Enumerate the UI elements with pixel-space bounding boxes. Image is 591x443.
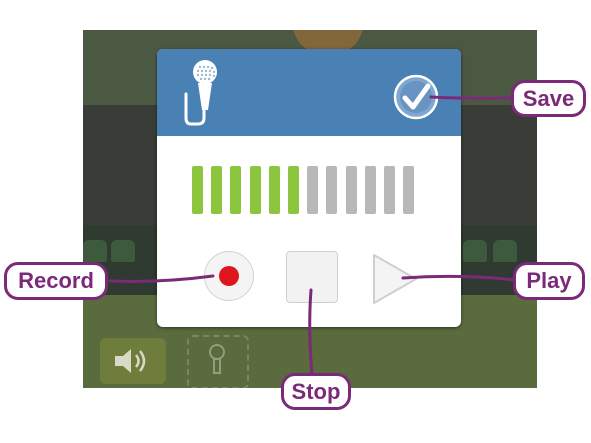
record-icon [219, 266, 239, 286]
seat [83, 240, 107, 262]
meter-segment-inactive [345, 166, 357, 214]
meter-segment-inactive [384, 166, 395, 214]
meter-segment-active [211, 166, 223, 214]
play-callout: Play [513, 262, 585, 300]
speaker-tile[interactable] [100, 338, 166, 384]
meter-segment-inactive [364, 166, 376, 214]
microphone-icon [209, 344, 225, 374]
meter-segment-active [249, 166, 261, 214]
meter-segment-inactive [403, 166, 415, 214]
meter-segment-inactive [326, 166, 338, 214]
meter-segment-active [288, 166, 299, 214]
save-callout: Save [511, 80, 586, 117]
meter-segment-active [192, 166, 203, 214]
play-button[interactable] [371, 253, 421, 305]
microphone-icon [184, 60, 217, 126]
record-callout: Record [4, 262, 108, 300]
save-leader-line [429, 95, 514, 100]
stop-callout: Stop [281, 373, 351, 410]
volume-level-meter [192, 166, 432, 214]
meter-segment-active [230, 166, 242, 214]
speaker-icon [115, 349, 146, 373]
seat [111, 240, 135, 262]
seat [493, 240, 517, 262]
stop-leader-line [308, 288, 314, 377]
checkmark-icon[interactable] [393, 74, 439, 120]
play-leader-line [401, 274, 517, 282]
play-icon [373, 254, 417, 304]
microphone-tile[interactable] [187, 335, 249, 388]
meter-segment-active [268, 166, 280, 214]
seat [463, 240, 487, 262]
record-leader-line [108, 274, 215, 283]
meter-segment-inactive [307, 166, 319, 214]
recorder-header [157, 49, 461, 136]
